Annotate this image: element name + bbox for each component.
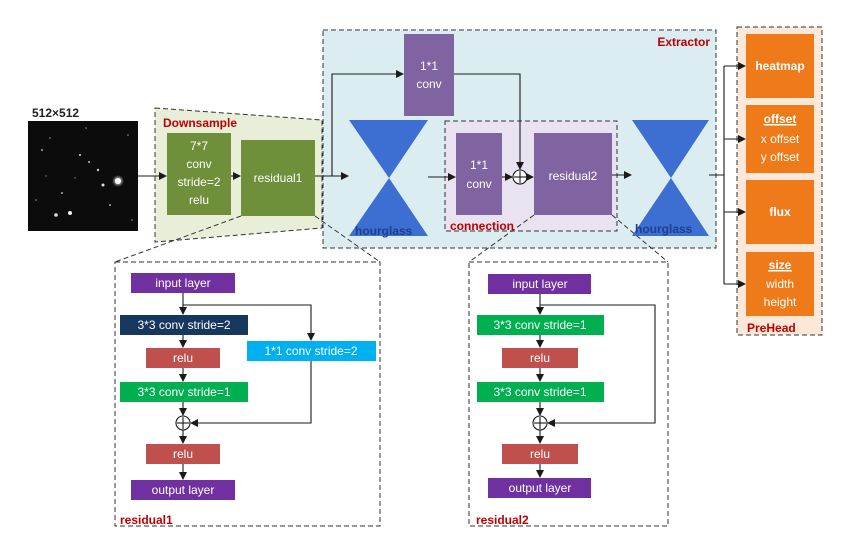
hourglass-1-label: hourglass [355, 224, 413, 238]
hourglass-2-label: hourglass [635, 222, 693, 236]
downsample-conv-box [167, 133, 231, 215]
prehead-size-sub1: width [765, 277, 794, 291]
r1-conv1-label: 3*3 conv stride=2 [137, 318, 230, 332]
prehead-flux-label: flux [769, 205, 791, 219]
r2-output-box [488, 478, 591, 498]
hourglass-1-shape [349, 120, 428, 236]
downsample-block: Downsample 7*7 conv stride=2 relu residu… [154, 107, 323, 243]
r2-relu2-label: relu [530, 447, 550, 461]
input-size-label: 512×512 [32, 106, 79, 120]
residual1-detail-title: residual1 [120, 513, 173, 527]
r2-conv2-box [477, 382, 604, 402]
main-flow-arrows [138, 62, 746, 288]
r1-input-label: input layer [155, 276, 210, 290]
r1-skip-label: 1*1 conv stride=2 [264, 344, 357, 358]
prehead-offset-sub2: y offset [761, 150, 800, 164]
downsample-conv-line-3: stride=2 [177, 175, 220, 189]
extractor-top-conv-box [404, 34, 454, 116]
downsample-conv-line-2: conv [186, 157, 211, 171]
prehead-title: PreHead [747, 321, 796, 335]
r1-relu2-box [146, 444, 220, 464]
prehead-flux-box [746, 180, 814, 244]
input-star-field-image [28, 121, 138, 231]
extractor-title: Extractor [657, 35, 710, 49]
r2-output-label: output layer [509, 481, 572, 495]
downsample-conv-line-1: 7*7 [190, 139, 208, 153]
downsample-residual1-box [241, 140, 315, 216]
connection-title: connection [450, 219, 514, 233]
r1-input-box [131, 273, 235, 293]
prehead-heatmap-label: heatmap [755, 59, 804, 73]
r2-relu1-label: relu [530, 351, 550, 365]
r1-output-label: output layer [152, 483, 215, 497]
r1-relu1-box [146, 348, 220, 368]
r1-skip-box [247, 341, 376, 361]
r2-relu2-box [502, 444, 578, 464]
r1-relu1-label: relu [173, 351, 193, 365]
prehead-size-title: size [769, 258, 792, 272]
downsample-conv-line-4: relu [189, 193, 209, 207]
zoom-connectors [114, 214, 669, 263]
prehead-offset-sub1: x offset [761, 132, 800, 146]
r2-conv1-box [477, 315, 604, 335]
prehead-size-sub2: height [764, 295, 797, 309]
r1-output-box [131, 480, 235, 500]
r2-input-label: input layer [512, 277, 567, 291]
prehead-size-box [746, 252, 814, 316]
r2-conv2-label: 3*3 conv stride=1 [493, 385, 586, 399]
connection-conv-box [456, 133, 502, 215]
prehead-heatmap-box [746, 34, 814, 98]
r2-relu1-box [502, 348, 578, 368]
connection-conv-line-2: conv [466, 177, 491, 191]
extractor-top-conv-line-1: 1*1 [420, 59, 438, 73]
r1-relu2-label: relu [173, 447, 193, 461]
connection-conv-line-1: 1*1 [470, 158, 488, 172]
r2-conv1-label: 3*3 conv stride=1 [493, 318, 586, 332]
prehead-offset-title: offset [764, 112, 797, 126]
prehead-offset-box [746, 105, 814, 173]
hourglass-2-shape [632, 120, 709, 236]
residual1-detail-block: residual1 input layer 3*3 conv stride=2 … [114, 261, 381, 527]
downsample-title: Downsample [163, 116, 237, 130]
extractor-residual2-box [534, 133, 612, 215]
prehead-block: PreHead heatmap offset x offset y offset… [736, 26, 823, 336]
extractor-top-conv-line-2: conv [416, 77, 441, 91]
r2-input-box [488, 274, 591, 294]
downsample-residual1-label: residual1 [254, 171, 303, 185]
r1-conv1-box [120, 315, 248, 335]
residual2-detail-block: residual2 input layer 3*3 conv stride=1 … [468, 261, 669, 527]
extractor-residual2-label: residual2 [549, 169, 598, 183]
r1-conv2-box [120, 382, 248, 402]
r1-conv2-label: 3*3 conv stride=1 [137, 385, 230, 399]
residual2-detail-title: residual2 [476, 513, 529, 527]
